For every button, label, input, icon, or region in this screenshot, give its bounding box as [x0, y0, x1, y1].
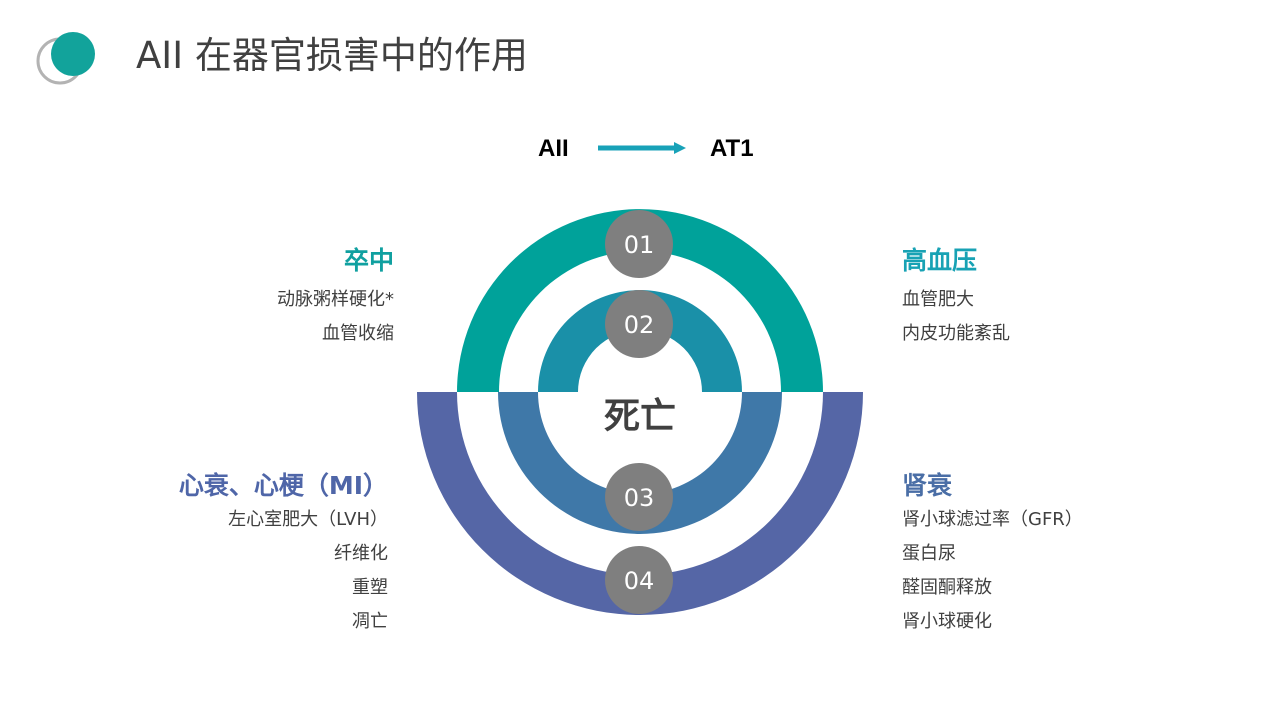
stroke-block: 卒中 动脉粥样硬化* 血管收缩	[277, 245, 394, 351]
list-item: 蛋白尿	[902, 543, 956, 564]
stroke-heading: 卒中	[343, 246, 394, 275]
step-badge-02: 02	[605, 290, 673, 358]
step-badge-04: 04	[605, 546, 673, 614]
list-item: 肾小球硬化	[902, 611, 992, 632]
heart-failure-heading: 心衰、心梗（MI）	[178, 471, 388, 500]
list-item: 内皮功能紊乱	[902, 323, 1010, 344]
outer-top-ring-segment	[457, 209, 823, 392]
list-item: 凋亡	[352, 611, 388, 632]
step-badge-03-label: 03	[624, 484, 655, 512]
inner-bottom-ring-segment	[498, 392, 782, 534]
step-badge-03: 03	[605, 463, 673, 531]
inner-top-ring-segment	[538, 290, 742, 392]
step-badge-01-label: 01	[624, 231, 655, 259]
list-item: 血管收缩	[322, 323, 394, 344]
list-item: 动脉粥样硬化*	[277, 289, 394, 310]
kidney-failure-heading: 肾衰	[902, 471, 953, 500]
list-item: 左心室肥大（LVH）	[228, 509, 388, 530]
page-title: AII 在器官损害中的作用	[136, 34, 528, 77]
center-label: 死亡	[604, 396, 676, 437]
step-badge-02-label: 02	[624, 311, 655, 339]
list-item: 血管肥大	[902, 289, 974, 310]
hypertension-heading: 高血压	[902, 246, 978, 275]
right-arrow-icon	[598, 142, 686, 154]
flow-target-label: AT1	[710, 135, 754, 162]
kidney-failure-block: 肾衰 肾小球滤过率（GFR） 蛋白尿 醛固酮释放 肾小球硬化	[902, 470, 1083, 639]
heart-failure-block: 心衰、心梗（MI） 左心室肥大（LVH） 纤维化 重塑 凋亡	[179, 470, 388, 639]
flow-source-label: AII	[538, 135, 569, 162]
list-item: 肾小球滤过率（GFR）	[902, 509, 1083, 530]
list-item: 重塑	[352, 577, 388, 598]
organ-damage-ring-diagram: 01 02 03 04 死亡	[417, 209, 863, 615]
hypertension-block: 高血压 血管肥大 内皮功能紊乱	[902, 245, 1010, 351]
step-badge-04-label: 04	[624, 567, 655, 595]
step-badge-01: 01	[605, 210, 673, 278]
outer-bottom-ring-segment	[417, 392, 863, 615]
overlapping-circles-logo-icon	[36, 32, 95, 85]
list-item: 纤维化	[334, 543, 388, 564]
list-item: 醛固酮释放	[902, 577, 992, 598]
